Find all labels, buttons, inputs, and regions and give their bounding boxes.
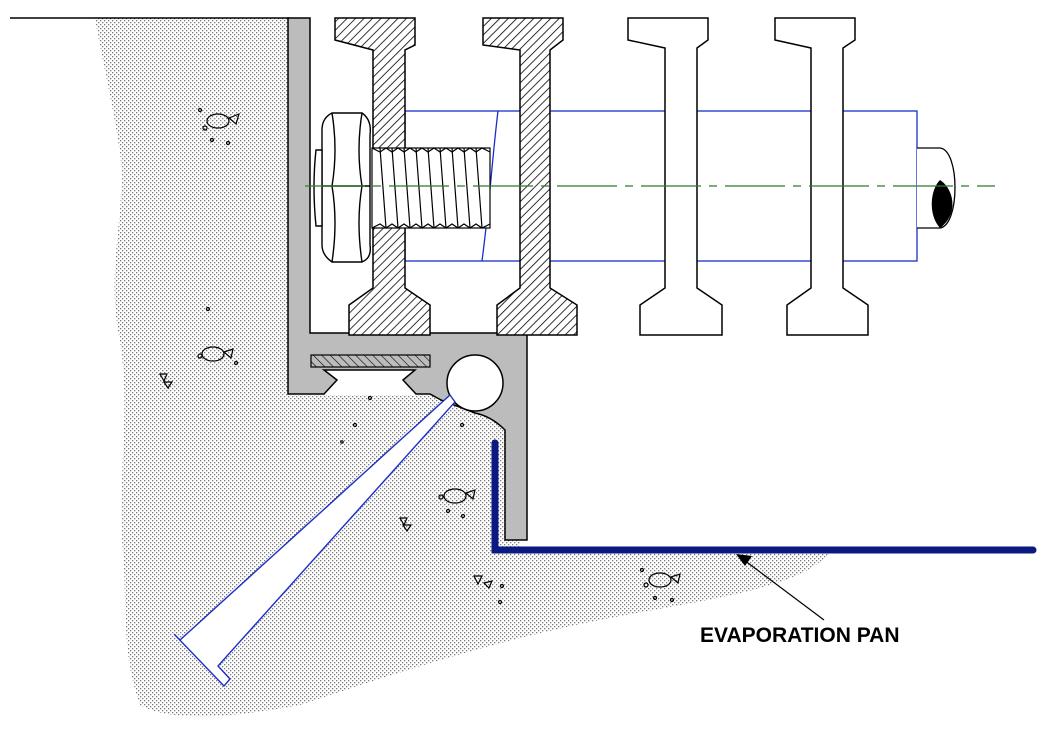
aggregate-pebbles — [158, 107, 681, 605]
shaft-cut-line — [481, 110, 499, 262]
bolt-thread — [371, 147, 491, 229]
gasket-channel — [310, 354, 431, 368]
evaporation-pan-wall — [491, 439, 1037, 554]
anchor-rod — [173, 393, 456, 688]
i-beam-3 — [627, 17, 723, 336]
label-leader-line — [743, 559, 825, 621]
bead-receiver — [446, 354, 504, 412]
concrete-mass — [95, 18, 830, 717]
i-beam-2 — [482, 17, 578, 336]
i-beam-4 — [774, 17, 869, 336]
evaporation-pan-label: EVAPORATION PAN — [700, 624, 900, 647]
hex-nut — [313, 112, 372, 263]
shaft-break-mark — [931, 180, 953, 228]
label-arrowhead — [736, 554, 752, 566]
